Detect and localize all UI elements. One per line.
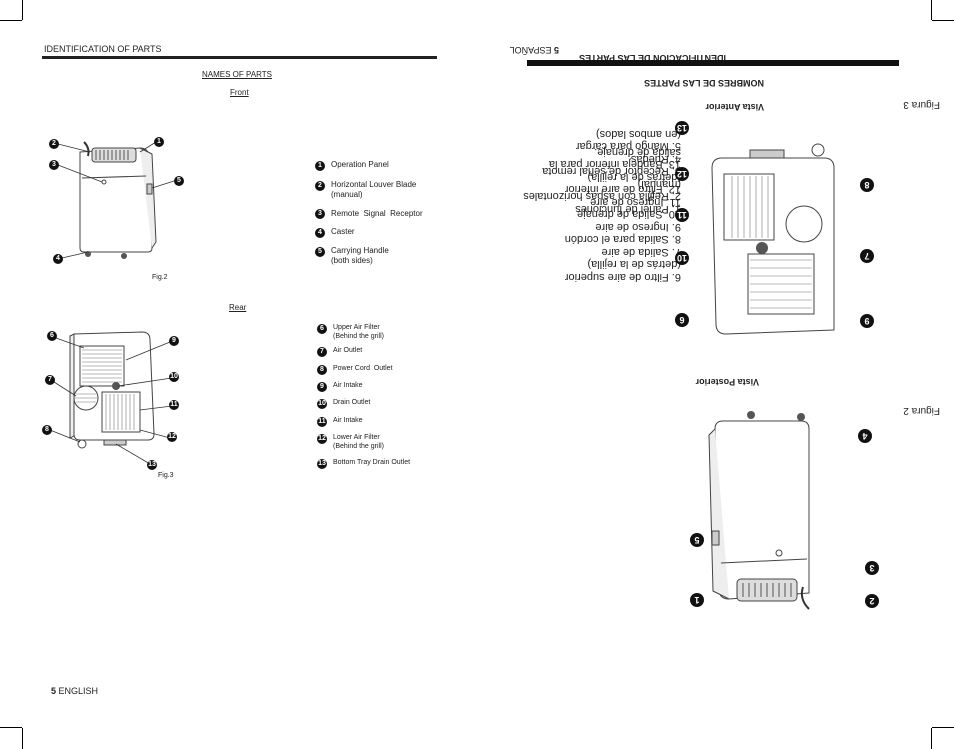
bullet-6: 6 (317, 324, 327, 334)
fig3-caption: Fig.3 (158, 472, 174, 479)
callout-8: 8 (860, 178, 874, 192)
footer-language: ENGLISH (58, 686, 99, 696)
rotated-page: IDENTIFICACIÓN DE LAS PARTES NOMBRES DE … (477, 0, 954, 749)
front-title: Vista Anterior (705, 102, 764, 112)
part-label: Air Intake (333, 382, 363, 389)
front-unit-illustration (57, 141, 175, 259)
rear-unit-illustration (49, 331, 173, 465)
page-number: 5 (553, 45, 559, 55)
fig2-caption: Figura 2 (903, 405, 940, 416)
callout-8: 8 (42, 425, 52, 435)
bullet-1: 1 (315, 161, 325, 171)
callout-12: 12 (675, 167, 689, 181)
bullet-9: 9 (317, 382, 327, 392)
callout-12: 12 (167, 432, 177, 442)
page-header: IDENTIFICATION OF PARTS (44, 44, 162, 54)
header-rule (527, 60, 899, 66)
page-footer: 5 ENGLISH (51, 686, 98, 696)
rear-title: Rear (229, 303, 247, 312)
callout-1: 1 (690, 593, 704, 607)
part-label: Upper Air Filter (Behind the grill) (333, 324, 384, 340)
bullet-11: 11 (317, 417, 327, 427)
crop-mark (22, 728, 23, 749)
part-label: Lower Air Filter (Behind the grill) (333, 434, 384, 450)
part-label: Remote Signal Receptor (331, 209, 423, 218)
part-label: Horizontal Louver Blade (manual) (331, 180, 417, 199)
part-label: Operation Panel (331, 160, 389, 169)
callout-7: 7 (45, 375, 55, 385)
fig2-caption: Fig.2 (152, 274, 168, 281)
part-label: Drain Outlet (333, 399, 371, 406)
callout-10: 10 (675, 251, 689, 265)
crop-mark (932, 727, 954, 728)
part-label: Air Intake (333, 417, 363, 424)
part-label: Caster (331, 227, 355, 236)
bullet-10: 10 (317, 399, 327, 409)
callout-3: 3 (49, 160, 59, 170)
callout-4: 4 (53, 254, 63, 264)
bullet-13: 13 (317, 459, 327, 469)
page-footer: 5 ESPAÑOL (510, 45, 559, 55)
callout-5: 5 (690, 533, 704, 547)
callout-13: 13 (147, 460, 157, 470)
callout-9: 9 (169, 336, 179, 346)
crop-mark (22, 0, 23, 20)
callout-6: 6 (675, 313, 689, 327)
bullet-5: 5 (315, 247, 325, 257)
callout-2: 2 (865, 594, 879, 608)
callout-11: 11 (169, 400, 179, 410)
bullet-2: 2 (315, 181, 325, 191)
bullet-4: 4 (315, 228, 325, 238)
crop-mark (0, 20, 22, 21)
callout-4: 4 (858, 429, 872, 443)
part-label: Bottom Tray Drain Outlet (333, 459, 411, 466)
page-number: 5 (51, 686, 57, 696)
callout-2: 2 (49, 139, 59, 149)
bullet-3: 3 (315, 209, 325, 219)
callout-9: 9 (860, 314, 874, 328)
part-label: Power Cord Outlet (333, 365, 393, 372)
front-title: Front (230, 88, 249, 97)
callout-3: 3 (865, 561, 879, 575)
part-label: Carrying Handle (both sides) (331, 246, 389, 265)
rear-unit-illustration (711, 143, 835, 335)
callout-13: 13 (675, 121, 689, 135)
callout-6: 6 (47, 331, 57, 341)
callout-11: 11 (675, 208, 689, 222)
callout-1: 1 (154, 137, 164, 147)
crop-mark (931, 728, 932, 749)
part-label: Air Outlet (333, 347, 363, 354)
callout-7: 7 (860, 249, 874, 263)
front-unit-illustration (708, 411, 810, 610)
footer-language: ESPAÑOL (509, 45, 552, 55)
crop-mark (932, 20, 954, 21)
names-title: NAMES OF PARTS (202, 70, 272, 79)
rear-title: Vista Posterior (695, 377, 759, 387)
callout-10: 10 (169, 372, 179, 382)
fig3-caption: Figura 3 (903, 99, 940, 110)
callout-5: 5 (174, 176, 184, 186)
header-rule (42, 56, 437, 59)
names-title: NOMBRES DE LAS PARTES (644, 78, 764, 88)
crop-mark (0, 727, 22, 728)
bullet-12: 12 (317, 434, 327, 444)
rear-parts-list: 6. Filtro de aire superior (detrás de la… (548, 146, 681, 283)
crop-mark (931, 0, 932, 20)
bullet-7: 7 (317, 347, 327, 357)
bullet-8: 8 (317, 365, 327, 375)
